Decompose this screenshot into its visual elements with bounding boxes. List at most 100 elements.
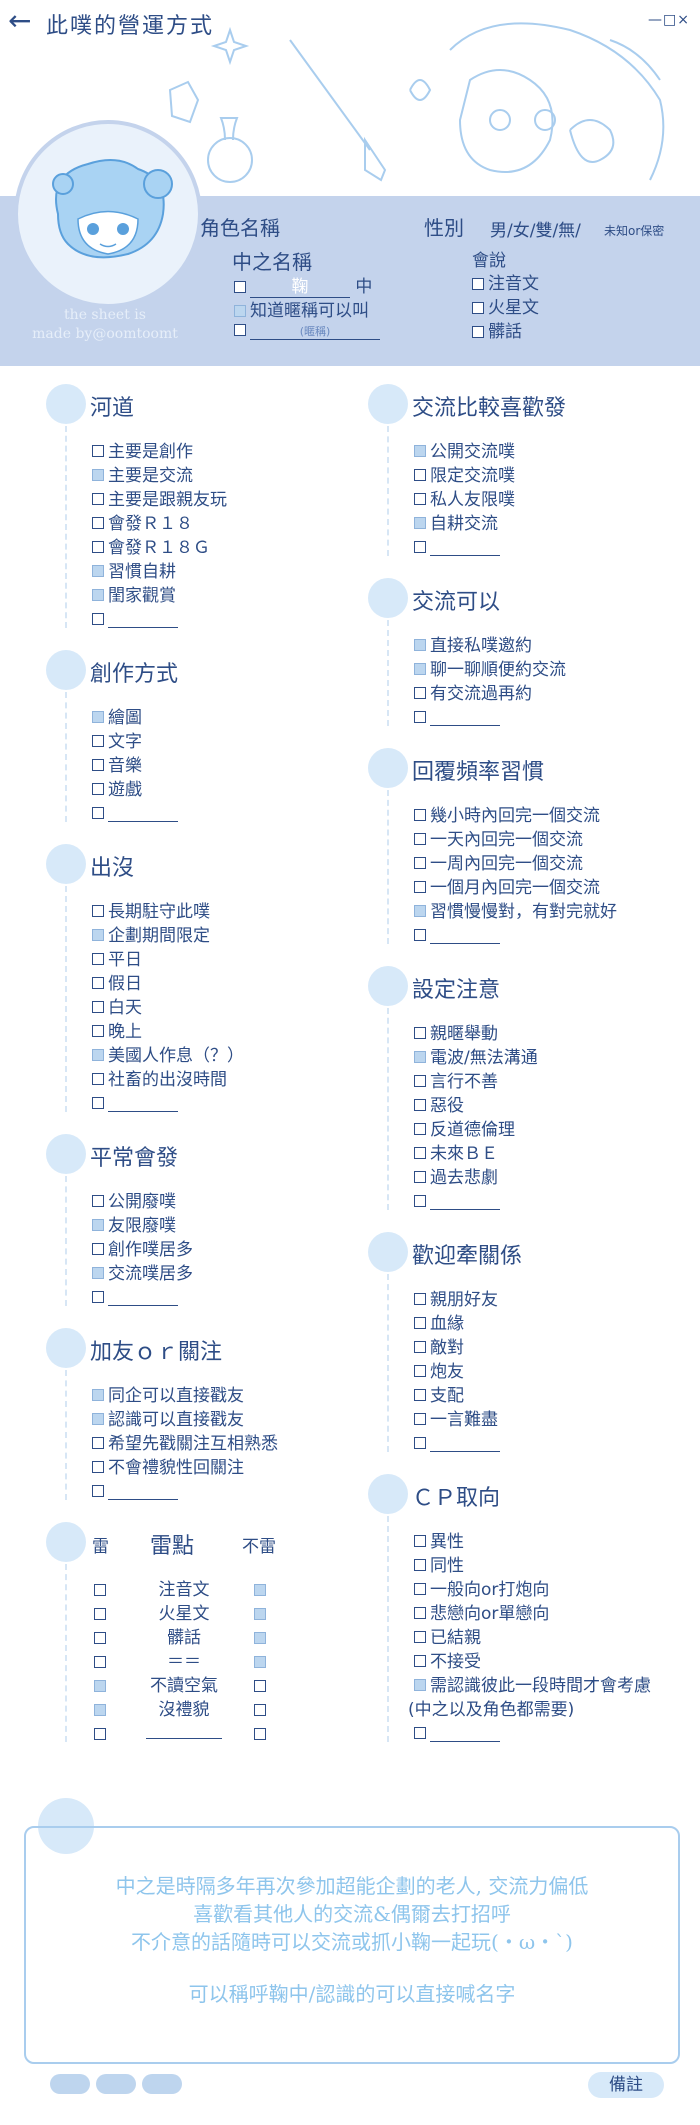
- item-checkbox[interactable]: [92, 806, 104, 819]
- item-checkbox[interactable]: [414, 1340, 426, 1353]
- item-checkbox[interactable]: [414, 1026, 426, 1039]
- item-checkbox[interactable]: [92, 1242, 104, 1255]
- item-checkbox[interactable]: [414, 1582, 426, 1595]
- item-checkbox[interactable]: [414, 1098, 426, 1111]
- item-checkbox[interactable]: [414, 686, 426, 699]
- item-checkbox[interactable]: [92, 1048, 104, 1061]
- item-blank-field[interactable]: [108, 613, 178, 628]
- item-checkbox[interactable]: [92, 492, 104, 505]
- item-checkbox[interactable]: [414, 832, 426, 845]
- item-checkbox[interactable]: [92, 1484, 104, 1497]
- item-checkbox[interactable]: [92, 1096, 104, 1109]
- item-checkbox[interactable]: [92, 710, 104, 723]
- note-button[interactable]: 備註: [588, 2072, 664, 2098]
- item-checkbox[interactable]: [92, 928, 104, 941]
- item-blank-field[interactable]: [108, 1485, 178, 1500]
- language-checkbox[interactable]: [472, 278, 484, 290]
- trigger-checkbox[interactable]: [94, 1680, 106, 1692]
- item-checkbox[interactable]: [92, 612, 104, 625]
- item-checkbox[interactable]: [414, 638, 426, 651]
- item-checkbox[interactable]: [92, 516, 104, 529]
- item-checkbox[interactable]: [92, 976, 104, 989]
- item-checkbox[interactable]: [92, 1412, 104, 1425]
- item-checkbox[interactable]: [414, 808, 426, 821]
- trigger-checkbox[interactable]: [254, 1584, 266, 1596]
- nickname-checkbox[interactable]: [234, 305, 246, 317]
- item-checkbox[interactable]: [414, 1606, 426, 1619]
- item-checkbox[interactable]: [92, 782, 104, 795]
- item-blank-field[interactable]: [108, 1097, 178, 1112]
- trigger-checkbox[interactable]: [254, 1728, 266, 1740]
- item-checkbox[interactable]: [414, 1388, 426, 1401]
- bottom-tab-2[interactable]: [96, 2074, 136, 2094]
- item-checkbox[interactable]: [92, 1194, 104, 1207]
- item-checkbox[interactable]: [92, 588, 104, 601]
- item-checkbox[interactable]: [92, 952, 104, 965]
- item-checkbox[interactable]: [92, 1388, 104, 1401]
- item-checkbox[interactable]: [414, 1122, 426, 1135]
- item-checkbox[interactable]: [414, 444, 426, 457]
- trigger-checkbox[interactable]: [254, 1656, 266, 1668]
- bottom-tab-1[interactable]: [50, 2074, 90, 2094]
- item-checkbox[interactable]: [414, 1194, 426, 1207]
- item-checkbox[interactable]: [92, 1000, 104, 1013]
- bottom-tab-3[interactable]: [142, 2074, 182, 2094]
- gender-options[interactable]: 男/女/雙/無/: [490, 221, 581, 241]
- trigger-checkbox[interactable]: [94, 1704, 106, 1716]
- item-checkbox[interactable]: [92, 444, 104, 457]
- item-checkbox[interactable]: [414, 928, 426, 941]
- item-checkbox[interactable]: [414, 662, 426, 675]
- item-checkbox[interactable]: [92, 1290, 104, 1303]
- item-checkbox[interactable]: [92, 734, 104, 747]
- item-checkbox[interactable]: [92, 758, 104, 771]
- nickname-field-checkbox[interactable]: [234, 324, 246, 336]
- item-checkbox[interactable]: [414, 904, 426, 917]
- trigger-checkbox[interactable]: [94, 1584, 106, 1596]
- back-arrow-icon[interactable]: ←: [8, 4, 32, 37]
- item-checkbox[interactable]: [92, 1266, 104, 1279]
- item-checkbox[interactable]: [414, 492, 426, 505]
- item-checkbox[interactable]: [414, 1436, 426, 1449]
- item-checkbox[interactable]: [92, 1460, 104, 1473]
- item-blank-field[interactable]: [430, 1195, 500, 1210]
- item-blank-field[interactable]: [430, 1437, 500, 1452]
- item-checkbox[interactable]: [414, 1316, 426, 1329]
- item-blank-field[interactable]: [146, 1724, 222, 1739]
- item-blank-field[interactable]: [430, 541, 500, 556]
- trigger-checkbox[interactable]: [254, 1680, 266, 1692]
- trigger-checkbox[interactable]: [94, 1608, 106, 1620]
- item-checkbox[interactable]: [92, 564, 104, 577]
- item-checkbox[interactable]: [414, 1534, 426, 1547]
- trigger-checkbox[interactable]: [94, 1656, 106, 1668]
- item-checkbox[interactable]: [414, 1654, 426, 1667]
- language-checkbox[interactable]: [472, 302, 484, 314]
- item-checkbox[interactable]: [414, 1170, 426, 1183]
- language-checkbox[interactable]: [472, 326, 484, 338]
- item-checkbox[interactable]: [414, 540, 426, 553]
- trigger-checkbox[interactable]: [94, 1632, 106, 1644]
- item-checkbox[interactable]: [414, 1412, 426, 1425]
- item-checkbox[interactable]: [414, 1630, 426, 1643]
- trigger-checkbox[interactable]: [254, 1608, 266, 1620]
- item-blank-field[interactable]: [430, 1727, 500, 1742]
- item-checkbox[interactable]: [92, 1072, 104, 1085]
- trigger-checkbox[interactable]: [94, 1728, 106, 1740]
- item-checkbox[interactable]: [414, 1074, 426, 1087]
- item-checkbox[interactable]: [414, 1146, 426, 1159]
- trigger-checkbox[interactable]: [254, 1632, 266, 1644]
- item-checkbox[interactable]: [92, 904, 104, 917]
- item-checkbox[interactable]: [92, 1218, 104, 1231]
- item-checkbox[interactable]: [414, 1558, 426, 1571]
- item-checkbox[interactable]: [414, 1678, 426, 1691]
- item-checkbox[interactable]: [414, 468, 426, 481]
- item-checkbox[interactable]: [92, 468, 104, 481]
- item-checkbox[interactable]: [414, 1292, 426, 1305]
- item-checkbox[interactable]: [414, 1726, 426, 1739]
- player-name-checkbox[interactable]: [234, 281, 246, 293]
- item-checkbox[interactable]: [414, 516, 426, 529]
- gender-extra[interactable]: 未知or保密: [604, 224, 665, 238]
- item-blank-field[interactable]: [430, 711, 500, 726]
- item-checkbox[interactable]: [414, 710, 426, 723]
- item-checkbox[interactable]: [92, 540, 104, 553]
- item-checkbox[interactable]: [92, 1436, 104, 1449]
